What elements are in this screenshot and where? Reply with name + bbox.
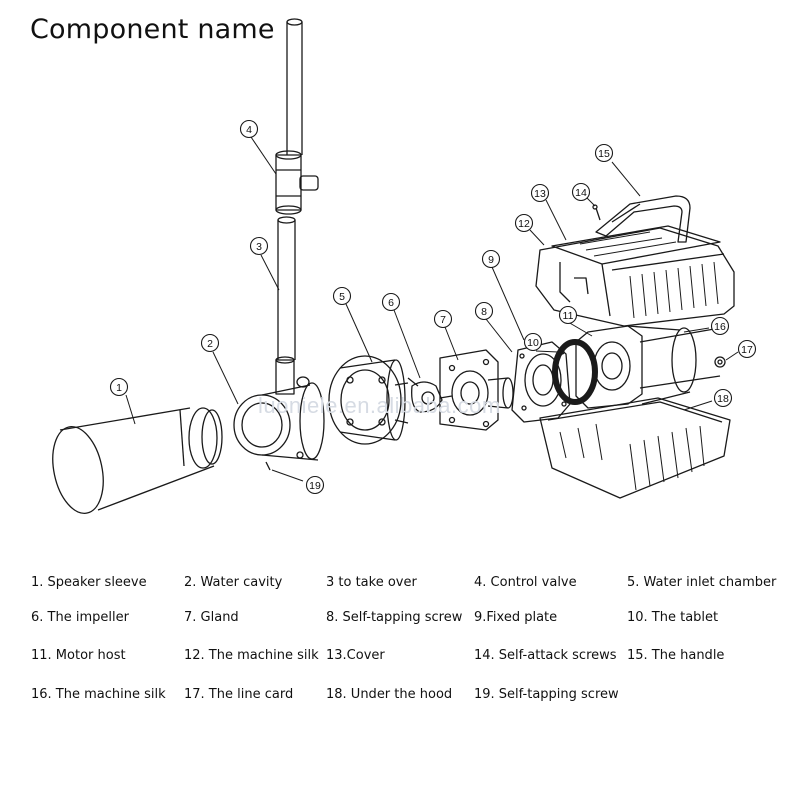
part-tablet-gasket — [552, 339, 598, 405]
callout-17: 17 — [741, 344, 753, 356]
part-fixed-plate — [511, 341, 571, 423]
legend-item: 16. The machine silk — [31, 687, 166, 702]
part-cover — [535, 225, 735, 327]
callout-4: 4 — [246, 124, 252, 136]
callout-11: 11 — [563, 310, 574, 322]
part-control-valve — [275, 18, 319, 215]
legend-item: 3 to take over — [326, 575, 417, 590]
callout-18: 18 — [717, 393, 729, 405]
callout-2: 2 — [207, 338, 213, 350]
legend-item: 12. The machine silk — [184, 648, 319, 663]
callout-13: 13 — [534, 188, 546, 200]
legend-item: 8. Self-tapping screw — [326, 610, 463, 625]
part-self-attack-screw — [592, 204, 601, 221]
legend-item: 7. Gland — [184, 610, 239, 625]
leader-lines — [125, 136, 739, 482]
part-impeller — [407, 377, 453, 413]
callout-14: 14 — [575, 187, 587, 199]
legend-item: 17. The line card — [184, 687, 294, 702]
callout-circles — [109, 119, 757, 495]
callout-1: 1 — [116, 382, 122, 394]
callout-8: 8 — [481, 306, 487, 318]
legend-item: 18. Under the hood — [326, 687, 453, 702]
part-self-tapping-screw-19 — [265, 461, 271, 471]
legend-item: 11. Motor host — [31, 648, 126, 663]
callout-5: 5 — [339, 291, 345, 303]
legend-item: 4. Control valve — [474, 575, 577, 590]
callout-3: 3 — [256, 241, 262, 253]
legend-item: 5. Water inlet chamber — [627, 575, 777, 590]
exploded-diagram: 1 2 3 4 5 6 7 8 9 10 11 12 13 14 15 16 1… — [52, 18, 757, 514]
page-title: Component name — [30, 14, 275, 45]
callout-16: 16 — [714, 321, 726, 333]
part-gland — [439, 349, 514, 431]
legend-item: 15. The handle — [627, 648, 725, 663]
legend-item: 10. The tablet — [627, 610, 719, 625]
legend-item: 14. Self-attack screws — [474, 648, 617, 663]
legend-item: 19. Self-tapping screw — [474, 687, 619, 702]
callout-10: 10 — [527, 337, 539, 349]
legend-item: 13.Cover — [326, 648, 385, 663]
legend-item: 1. Speaker sleeve — [31, 575, 147, 590]
part-line-card — [714, 356, 726, 368]
legend-item: 9.Fixed plate — [474, 610, 558, 625]
part-take-over-pipe — [277, 216, 296, 360]
part-water-inlet-chamber — [328, 355, 409, 445]
part-handle — [595, 195, 691, 243]
callout-12: 12 — [518, 218, 530, 230]
watermark: luoniele.en.alibaba.com — [258, 393, 501, 418]
part-motor-host — [575, 325, 721, 409]
callout-6: 6 — [388, 297, 394, 309]
part-under-the-hood — [539, 397, 731, 499]
part-water-cavity — [233, 356, 325, 461]
callout-15: 15 — [598, 148, 610, 160]
legend-item: 6. The impeller — [31, 610, 129, 625]
legend-item: 2. Water cavity — [184, 575, 283, 590]
callout-9: 9 — [488, 254, 494, 266]
callout-19: 19 — [309, 480, 321, 492]
callout-7: 7 — [440, 314, 446, 326]
part-speaker-sleeve — [52, 407, 223, 514]
